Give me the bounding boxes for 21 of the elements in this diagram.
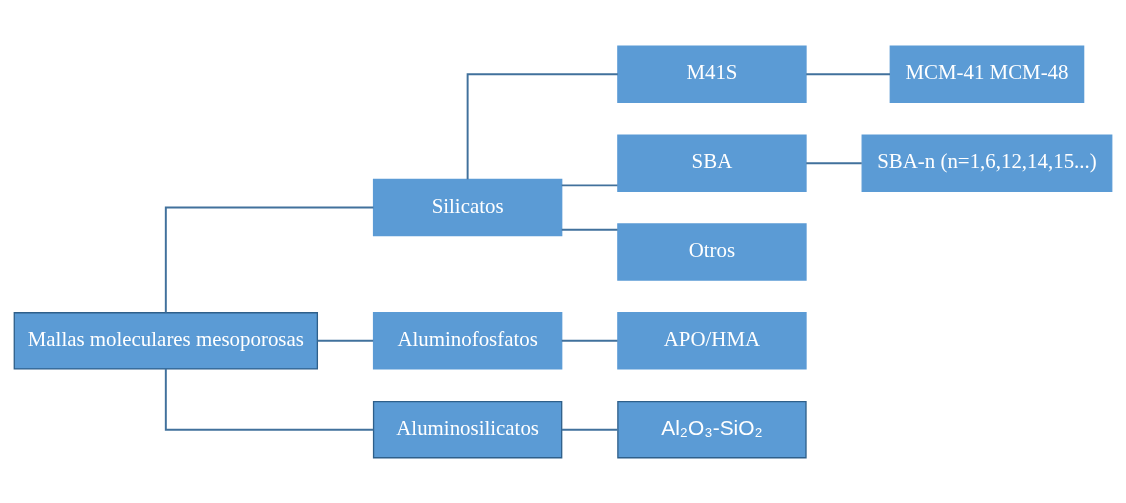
node-box: SBA-n (n=1,6,12,14,15...) (861, 133, 1113, 192)
connector (805, 161, 863, 164)
connector (560, 339, 619, 342)
node-box: Silicatos (372, 178, 563, 236)
connector (164, 367, 375, 431)
connector (466, 72, 619, 180)
node-box: Mallas moleculares mesoporosas (13, 311, 319, 370)
connector (316, 339, 375, 342)
node-box: Aluminosilicatos (372, 400, 563, 458)
connector (560, 183, 619, 186)
connector (560, 228, 619, 231)
node-box: MCM-41 MCM-48 (889, 45, 1085, 103)
node-box: APO/HMA (617, 311, 807, 370)
connector (164, 206, 375, 314)
node-box: Aluminofosfatos (372, 311, 563, 370)
node-box: SBA (617, 133, 807, 192)
node-box: Al₂O₃-SiO₂ (617, 400, 807, 458)
node-box: Otros (617, 222, 807, 281)
node-box: M41S (617, 45, 807, 103)
connector (805, 72, 891, 75)
connector (560, 428, 619, 431)
